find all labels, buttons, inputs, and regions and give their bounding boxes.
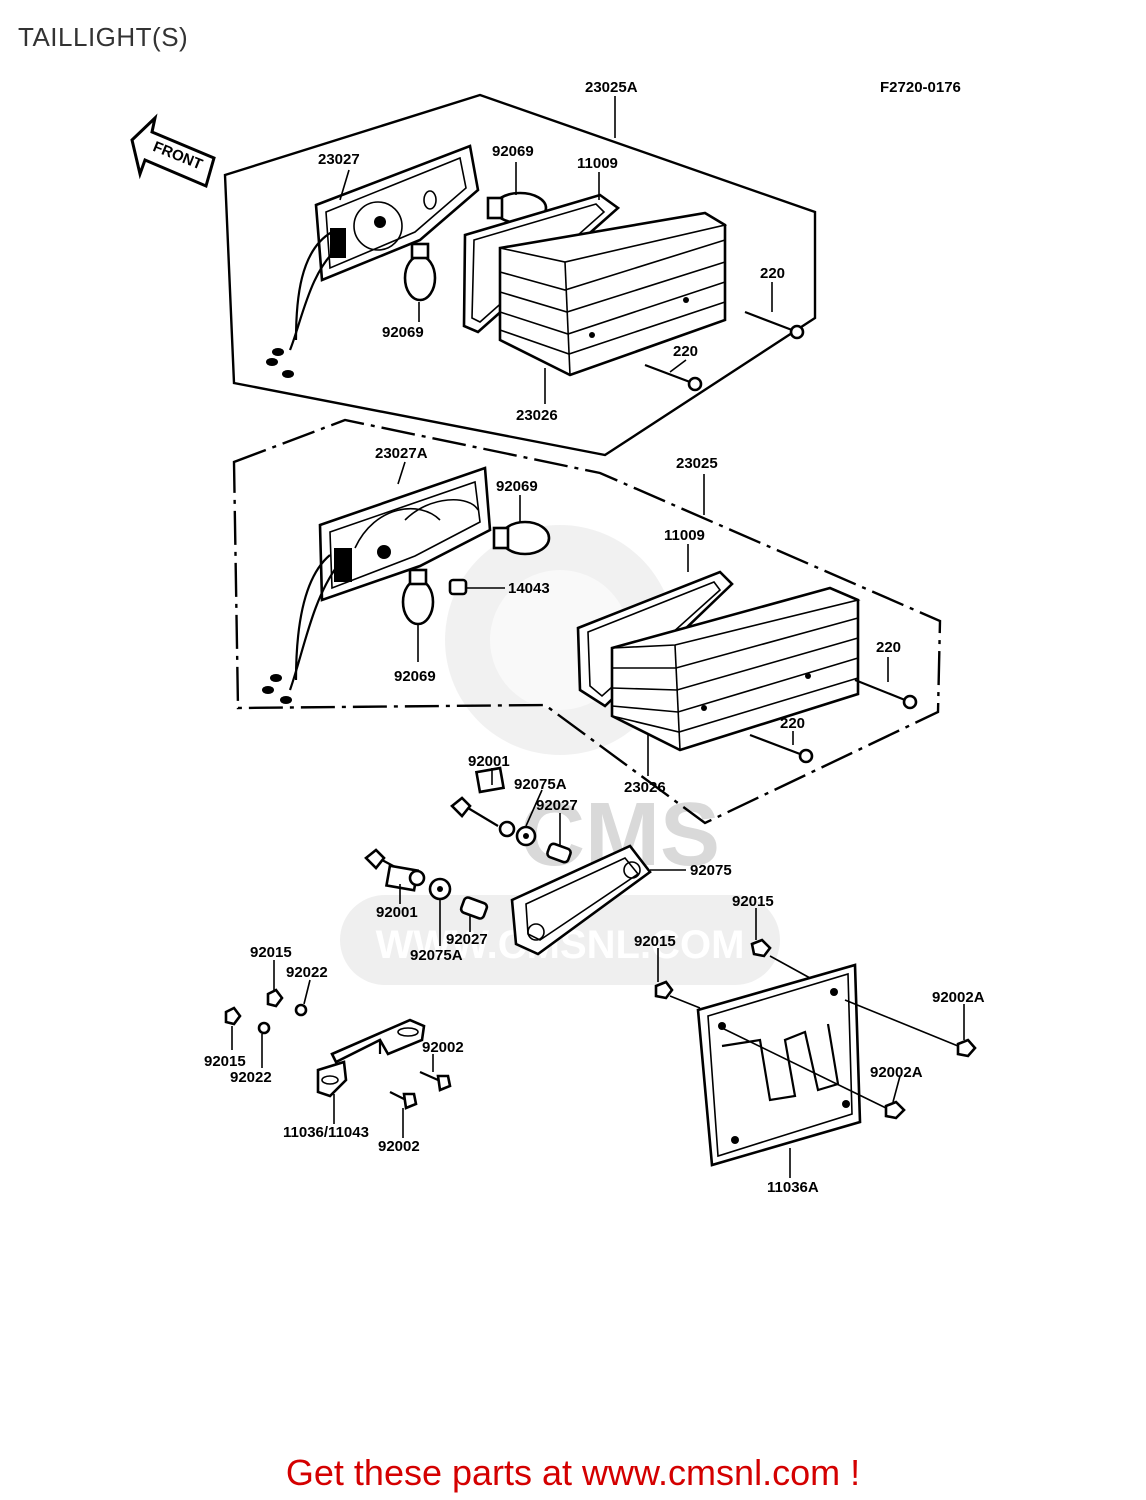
callout-92069-mid-upper: 92069 [496, 478, 538, 495]
front-arrow-icon: FRONT [130, 113, 216, 189]
mid-screw-upper [854, 678, 918, 710]
mid-bulb-upper [492, 520, 551, 556]
callout-92075A-upper: 92075A [514, 776, 567, 793]
callout-92001-lower: 92001 [376, 904, 418, 921]
callout-92075: 92075 [690, 862, 732, 879]
page-title: TAILLIGHT(S) [18, 22, 189, 52]
callout-92001-upper: 92001 [468, 753, 510, 770]
top-screw-upper [744, 310, 805, 340]
nut-plate-lower [654, 980, 674, 1000]
collar-upper [546, 842, 572, 864]
callout-92027-upper: 92027 [536, 797, 578, 814]
callout-23025A: 23025A [585, 79, 638, 96]
mounting-hardware [224, 766, 977, 1178]
callout-23026-mid: 23026 [624, 779, 666, 796]
middle-taillight-assembly [232, 418, 942, 825]
callout-220-top-upper: 220 [760, 265, 785, 282]
callout-92069-top-upper: 92069 [492, 143, 534, 160]
callout-labels: F2720-0176 23025A 23027 92069 11009 9206… [204, 79, 985, 1196]
washer-left-lower [257, 1021, 271, 1035]
callout-220-top-lower: 220 [673, 343, 698, 360]
callout-92015-plate-lower: 92015 [634, 933, 676, 950]
license-plate-holder [696, 963, 862, 1167]
figure-code: F2720-0176 [880, 79, 961, 96]
collar-lower [459, 896, 489, 920]
nut-plate-upper [750, 938, 772, 958]
callout-92002-lower: 92002 [378, 1138, 420, 1155]
washer-upper [498, 820, 537, 847]
mid-grommet [448, 578, 505, 596]
top-lens [498, 211, 728, 377]
callout-92002A-lower: 92002A [870, 1064, 923, 1081]
callout-23026-top: 23026 [516, 407, 558, 424]
callout-23027: 23027 [318, 151, 360, 168]
callout-92015-plate-upper: 92015 [732, 893, 774, 910]
nut-left-upper [266, 988, 284, 1008]
callout-92027-lower: 92027 [446, 931, 488, 948]
callout-14043: 14043 [508, 580, 550, 597]
callout-92022-left-upper: 92022 [286, 964, 328, 981]
washer-lower [408, 869, 452, 901]
license-light-gasket [510, 844, 652, 956]
callout-11036-11043: 11036/11043 [283, 1124, 369, 1141]
bolt-bracket-lower [389, 1091, 418, 1110]
bolt-bracket-upper [419, 1070, 452, 1092]
callout-11009-top: 11009 [577, 155, 618, 172]
mid-screw-lower [749, 733, 814, 764]
top-bulb-lower [403, 242, 437, 302]
mid-wire-connectors [262, 674, 292, 704]
nut-left-lower [224, 1006, 242, 1026]
callout-220-mid-upper: 220 [876, 639, 901, 656]
callout-23027A: 23027A [375, 445, 428, 462]
callout-92015-left-lower: 92015 [204, 1053, 246, 1070]
bolt-plate-lower [721, 1027, 906, 1120]
callout-220-mid-lower: 220 [780, 715, 805, 732]
bracket [316, 1018, 426, 1098]
callout-92069-top-lower: 92069 [382, 324, 424, 341]
callout-23025: 23025 [676, 455, 718, 472]
washer-left-upper [294, 1003, 308, 1017]
callout-92002-upper: 92002 [422, 1039, 464, 1056]
callout-92075A-lower: 92075A [410, 947, 463, 964]
callout-92069-mid-lower: 92069 [394, 668, 436, 685]
callout-92015-left-upper: 92015 [250, 944, 292, 961]
callout-92002A-upper: 92002A [932, 989, 985, 1006]
callout-11036A: 11036A [767, 1179, 819, 1196]
callout-11009-mid: 11009 [664, 527, 705, 544]
top-wire-connectors [266, 348, 294, 378]
mid-bulb-lower [401, 568, 435, 626]
top-taillight-assembly [223, 93, 817, 457]
callout-92022-left-lower: 92022 [230, 1069, 272, 1086]
promo-link[interactable]: Get these parts at www.cmsnl.com ! [285, 1452, 861, 1493]
mid-lens-housing [318, 466, 492, 602]
mid-lens [610, 586, 861, 752]
bolt-upper [450, 796, 499, 827]
bolt-plate-upper [844, 999, 977, 1058]
top-screw-lower [644, 363, 703, 392]
